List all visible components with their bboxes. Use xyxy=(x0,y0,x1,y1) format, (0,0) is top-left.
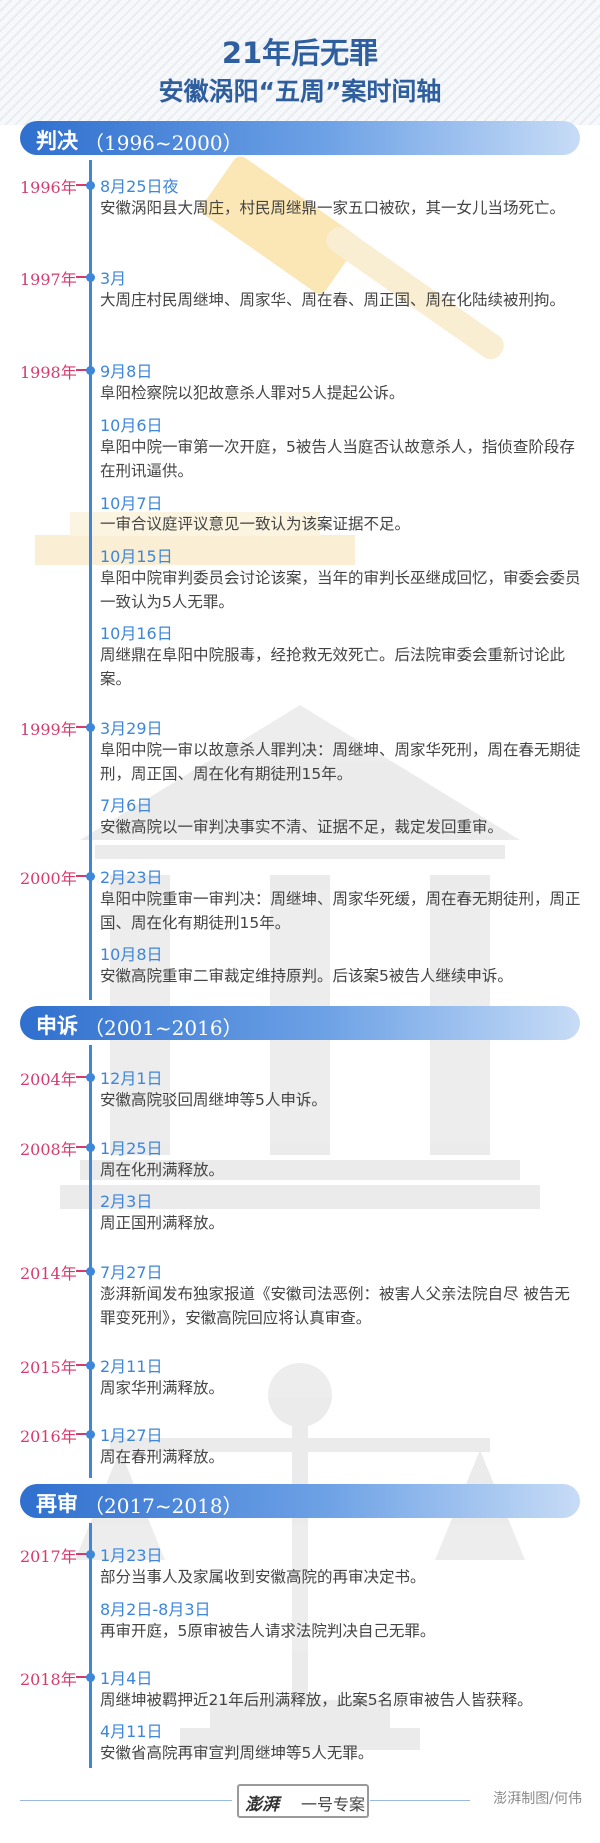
section-range: （2017~2018） xyxy=(84,1494,243,1518)
event-text: 周在化刑满释放。 xyxy=(100,1161,225,1179)
year-marker xyxy=(76,369,89,371)
timeline-dot xyxy=(86,872,95,881)
event-text: 周继坤被羁押近21年后刑满释放，此案5名原审被告人皆获释。 xyxy=(100,1691,533,1709)
event-text: 安徽高院驳回周继坤等5人申诉。 xyxy=(100,1091,327,1109)
section-band-retrial: 再审 （2017~2018） xyxy=(20,1484,580,1518)
event-date: 2月23日 xyxy=(100,868,163,887)
event-text: 周正国刑满释放。 xyxy=(100,1214,225,1232)
year-marker xyxy=(76,1270,89,1272)
year-label: 2016年 xyxy=(20,1427,77,1446)
event-date: 3月29日 xyxy=(100,719,163,738)
credit-text: 澎湃制图/何伟 xyxy=(493,1791,582,1807)
year-marker xyxy=(76,184,89,186)
year-marker xyxy=(76,1553,89,1555)
event-date: 8月2日-8月3日 xyxy=(100,1600,211,1619)
brand-mark: 澎湃 xyxy=(245,1795,279,1815)
year-marker xyxy=(76,1076,89,1078)
timeline-dot xyxy=(86,1430,95,1439)
section-band-appeal: 申诉 （2001~2016） xyxy=(20,1006,580,1040)
brand-text: 一号专案 xyxy=(301,1795,366,1814)
year-label: 2000年 xyxy=(20,869,77,888)
event-date: 7月6日 xyxy=(100,796,153,815)
footer-rule xyxy=(370,1800,470,1801)
section-range: （1996~2000） xyxy=(84,131,243,155)
event-date: 10月7日 xyxy=(100,494,163,513)
event-text: 安徽涡阳县大周庄，村民周继鼎一家五口被砍，其一女儿当场死亡。 xyxy=(100,199,566,217)
timeline-dot xyxy=(86,181,95,190)
event-date: 9月8日 xyxy=(100,362,153,381)
event-text: 再审开庭，5原审被告人请求法院判决自己无罪。 xyxy=(100,1622,436,1640)
year-marker xyxy=(76,726,89,728)
year-label: 2018年 xyxy=(20,1670,77,1689)
timeline-dot xyxy=(86,723,95,732)
year-label: 2017年 xyxy=(20,1547,77,1566)
year-marker xyxy=(76,1146,89,1148)
year-label: 2004年 xyxy=(20,1070,77,1089)
year-marker xyxy=(76,1364,89,1366)
section-band-verdict: 判决 （1996~2000） xyxy=(20,121,580,155)
event-date: 12月1日 xyxy=(100,1069,163,1088)
event-date: 2月11日 xyxy=(100,1357,163,1376)
timeline-dot xyxy=(86,1550,95,1559)
event-text: 阜阳中院一审以故意杀人罪判决：周继坤、周家华死刑，周在春无期徒刑，周正国、周在化… xyxy=(100,741,581,783)
timeline-dot xyxy=(86,1143,95,1152)
event-date: 4月11日 xyxy=(100,1722,163,1741)
timeline-line xyxy=(89,160,92,1000)
event-text: 部分当事人及家属收到安徽高院的再审决定书。 xyxy=(100,1568,426,1586)
footer-rule xyxy=(20,1800,232,1801)
year-marker xyxy=(76,1676,89,1678)
event-text: 澎湃新闻发布独家报道《安徽司法恶例：被害人父亲法院自尽 被告无罪变死刑》，安徽高… xyxy=(100,1285,570,1327)
event-date: 3月 xyxy=(100,269,127,288)
timeline-dot xyxy=(86,273,95,282)
timeline-dot xyxy=(86,1073,95,1082)
timeline-line xyxy=(89,1523,92,1768)
event-text: 周家华刑满释放。 xyxy=(100,1379,225,1397)
event-date: 10月15日 xyxy=(100,547,173,566)
section-title: 申诉 xyxy=(36,1014,78,1038)
year-marker xyxy=(76,276,89,278)
page-subtitle: 安徽涡阳“五周”案时间轴 xyxy=(158,77,442,106)
section-title: 判决 xyxy=(36,129,78,153)
year-label: 1998年 xyxy=(20,363,77,382)
event-date: 1月25日 xyxy=(100,1139,163,1158)
event-text: 阜阳中院一审第一次开庭，5被告人当庭否认故意杀人，指侦查阶段存在刑讯逼供。 xyxy=(100,438,575,480)
year-marker xyxy=(76,1433,89,1435)
timeline-line xyxy=(89,1045,92,1478)
event-text: 大周庄村民周继坤、周家华、周在春、周正国、周在化陆续被刑拘。 xyxy=(100,291,566,309)
event-text: 一审合议庭评议意见一致认为该案证据不足。 xyxy=(100,515,411,533)
year-marker xyxy=(76,875,89,877)
year-label: 1999年 xyxy=(20,720,77,739)
event-date: 1月23日 xyxy=(100,1546,163,1565)
event-text: 安徽省高院再审宣判周继坤等5人无罪。 xyxy=(100,1744,374,1762)
event-date: 8月25日夜 xyxy=(100,177,179,196)
timeline-dot xyxy=(86,366,95,375)
timeline-dot xyxy=(86,1361,95,1370)
event-text: 阜阳中院重审一审判决：周继坤、周家华死缓，周在春无期徒刑，周正国、周在化有期徒刑… xyxy=(100,890,581,932)
page-title: 21年后无罪 xyxy=(221,36,379,70)
section-range: （2001~2016） xyxy=(84,1016,243,1040)
year-label: 2015年 xyxy=(20,1358,77,1377)
timeline-dot xyxy=(86,1673,95,1682)
year-label: 1997年 xyxy=(20,270,77,289)
year-label: 2008年 xyxy=(20,1140,77,1159)
event-text: 安徽高院以一审判决事实不清、证据不足，裁定发回重审。 xyxy=(100,818,504,836)
event-date: 7月27日 xyxy=(100,1263,163,1282)
event-text: 安徽高院重审二审裁定维持原判。后该案5被告人继续申诉。 xyxy=(100,967,513,985)
event-text: 周继鼎在阜阳中院服毒，经抢救无效死亡。后法院审委会重新讨论此案。 xyxy=(100,646,566,688)
event-date: 10月6日 xyxy=(100,416,163,435)
event-text: 周在春刑满释放。 xyxy=(100,1448,225,1466)
brand-logo: 澎湃 一号专案 xyxy=(237,1784,369,1818)
timeline-dot xyxy=(86,1267,95,1276)
year-label: 2014年 xyxy=(20,1264,77,1283)
event-date: 1月27日 xyxy=(100,1426,163,1445)
event-text: 阜阳中院审判委员会讨论该案，当年的审判长巫继成回忆，审委会委员一致认为5人无罪。 xyxy=(100,569,581,611)
event-text: 阜阳检察院以犯故意杀人罪对5人提起公诉。 xyxy=(100,384,405,402)
year-label: 1996年 xyxy=(20,178,77,197)
event-date: 10月8日 xyxy=(100,945,163,964)
header-background xyxy=(0,0,600,125)
section-title: 再审 xyxy=(36,1492,78,1516)
event-date: 2月3日 xyxy=(100,1192,153,1211)
event-date: 10月16日 xyxy=(100,624,173,643)
event-date: 1月4日 xyxy=(100,1669,153,1688)
